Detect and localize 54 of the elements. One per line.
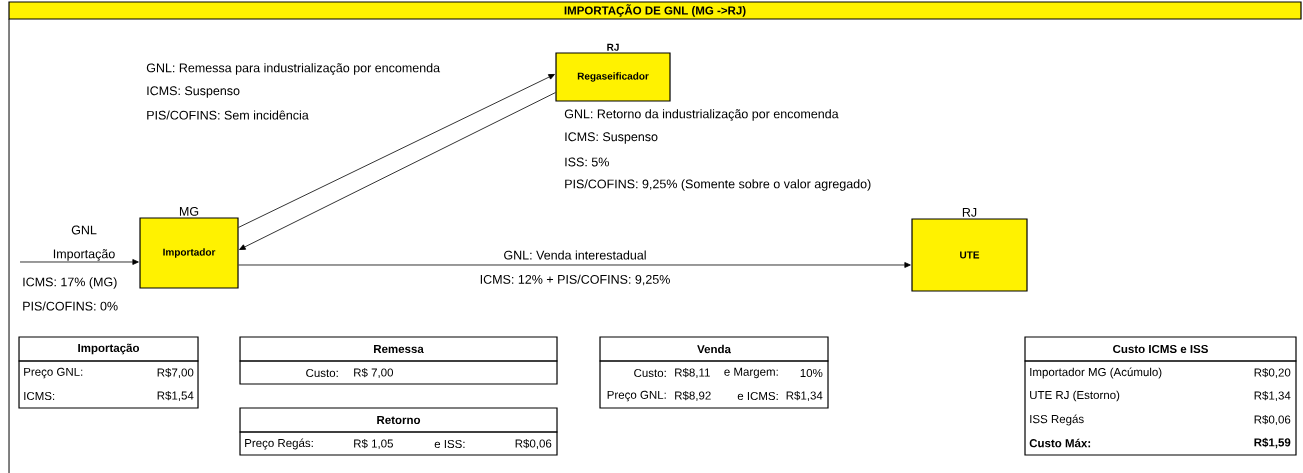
region-label: RJ xyxy=(607,43,619,51)
table-cell: R$0,20 xyxy=(1254,368,1291,378)
table-cell: Custo Máx: xyxy=(1029,438,1091,448)
arrow xyxy=(238,262,911,268)
edge-label: GNL: Venda interestadual xyxy=(502,249,648,261)
region-label: RJ xyxy=(962,208,977,217)
table-cell: R$ 7,00 xyxy=(354,368,393,378)
table-cell: e Margem: xyxy=(724,367,778,379)
table-cell: R$7,00 xyxy=(157,368,194,378)
table-cell: e ICMS: xyxy=(737,391,778,401)
table-header: Importação xyxy=(18,336,199,362)
table-header: Retorno xyxy=(239,407,558,433)
tax-note: PIS/COFINS: 0% xyxy=(23,301,118,311)
table-header: Remessa xyxy=(239,336,558,362)
table-cell: R$8,92 xyxy=(675,391,711,401)
table-cell: UTE RJ (Estorno) xyxy=(1030,390,1120,402)
table-cell: R$1,34 xyxy=(786,391,823,401)
process-box: Importador xyxy=(139,217,239,289)
table-header: Venda xyxy=(599,336,829,362)
region-label: MG xyxy=(179,206,199,216)
tax-note: ICMS: 12% + PIS/COFINS: 9,25% xyxy=(480,274,670,286)
table-cell: R$1,34 xyxy=(1254,391,1291,401)
table-cell: R$1,54 xyxy=(157,391,194,401)
table-cell: R$ 1,05 xyxy=(354,439,393,449)
note-text: ISS: 5% xyxy=(565,157,609,167)
table-cell: Preço GNL: xyxy=(607,390,666,402)
table-cell: R$0,06 xyxy=(515,439,552,449)
arrow xyxy=(19,259,139,265)
note-text: ICMS: Suspenso xyxy=(147,86,240,98)
note-text: GNL: Remessa para industrialização por encomenda xyxy=(146,63,441,75)
table-cell: R$8,11 xyxy=(675,368,710,378)
arrow xyxy=(238,74,555,228)
table-cell: Importador MG (Acúmulo) xyxy=(1030,367,1162,379)
note-text: PIS/COFINS: 9,25% (Somente sobre o valor agregado) xyxy=(565,179,871,191)
flow-label: GNL xyxy=(71,225,97,235)
process-box: UTE xyxy=(911,218,1028,292)
process-box: Regaseificador xyxy=(555,52,671,102)
table-cell: Custo: xyxy=(306,368,338,378)
flow-label: Importação xyxy=(53,249,115,261)
table-cell: R$1,59 xyxy=(1254,437,1291,449)
note-text: PIS/COFINS: Sem incidência xyxy=(147,110,309,120)
table-cell: 10% xyxy=(800,368,823,378)
table-cell: Preço GNL: xyxy=(24,367,83,379)
table-header: Custo ICMS e ISS xyxy=(1024,336,1297,362)
table-cell: Preço Regás: xyxy=(245,438,313,450)
title-bar: IMPORTAÇÃO DE GNL (MG ->RJ) xyxy=(8,1,1302,20)
table-cell: e ISS: xyxy=(434,439,465,449)
table-cell: R$0,06 xyxy=(1254,415,1291,425)
arrow xyxy=(239,92,556,250)
note-text: ICMS: Suspenso xyxy=(565,132,658,144)
tax-note: ICMS: 17% (MG) xyxy=(23,277,117,289)
table-cell: Custo: xyxy=(634,368,666,378)
table-cell: ICMS: xyxy=(24,391,55,401)
table-cell: ISS Regás xyxy=(1030,414,1084,426)
